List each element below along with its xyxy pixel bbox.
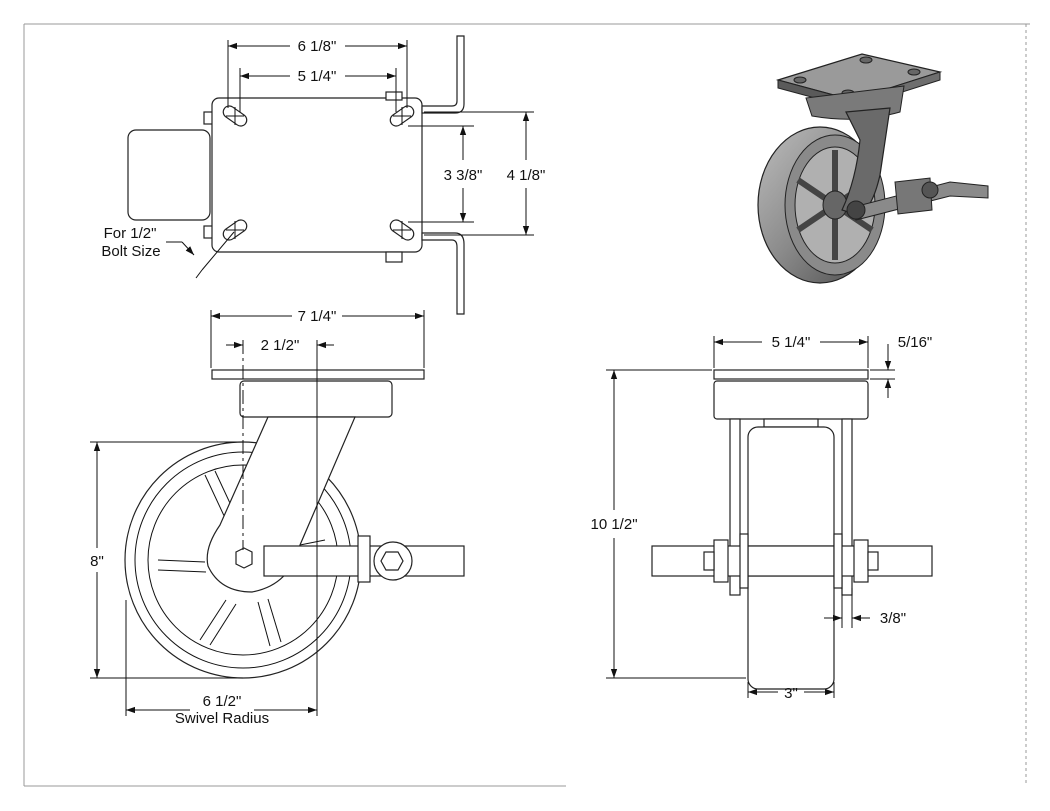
dim-bolt-spacing-y: 3 3/8" [444,167,483,184]
dim-wheel-width: 3" [784,685,798,702]
dim-plate-thickness: 5/16" [898,334,933,351]
dim-bolt-spacing-x: 5 1/4" [298,68,337,85]
bolt-slot [389,105,415,127]
dim-overall-height: 10 1/2" [590,516,637,533]
swivel-radius-label: Swivel Radius [175,710,269,727]
front-view: 5 1/4" 5/16" 10 1/2" 3/8" 3" [590,334,933,702]
bolt-slot [389,219,415,241]
isometric-caster-illustration [757,53,989,284]
dim-leg-thickness: 3/8" [880,610,906,627]
dim-plate-width: 6 1/8" [298,38,337,55]
dim-plate-depth: 4 1/8" [507,167,546,184]
top-view: 6 1/8" 5 1/4" 3 3/8" 4 1/8" For 1/2" Bol… [101,35,546,315]
bolt-slot [222,219,248,241]
bolt-slot [222,105,248,127]
dim-overall-length: 7 1/4" [298,308,337,325]
dim-front-plate-width: 5 1/4" [772,334,811,351]
dim-wheel-diameter: 8" [90,553,104,570]
axle-nut [235,547,253,569]
bolt-note-line1: For 1/2" [104,225,157,242]
dim-swivel-radius: 6 1/2" [203,693,242,710]
dim-offset: 2 1/2" [261,337,300,354]
bolt-note-line2: Bolt Size [101,243,160,260]
side-view: 7 1/4" 2 1/2" 8" 6 1/2" Swivel Radius [90,308,465,727]
drawing-border [23,23,1030,787]
